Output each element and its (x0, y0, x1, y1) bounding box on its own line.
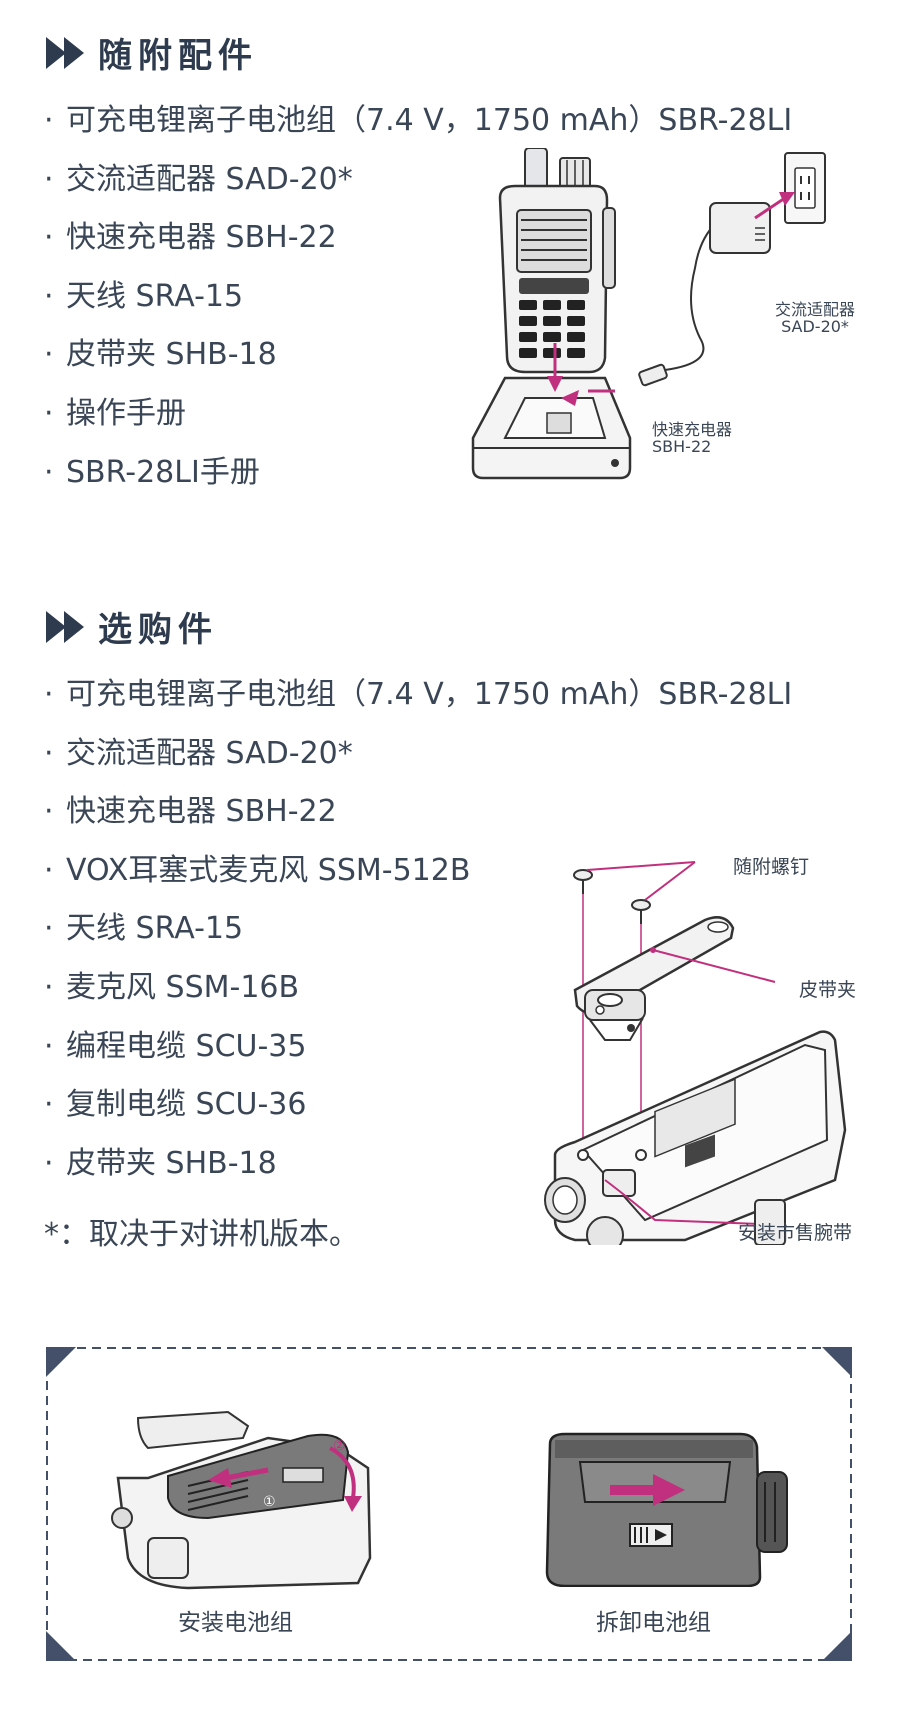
bullet: · (44, 735, 54, 771)
bullet: · (44, 1028, 54, 1064)
item-text: 麦克风 SSM-16B (66, 969, 300, 1005)
item-text: 复制电缆 SCU-36 (66, 1087, 307, 1123)
optional-list: · 可充电锂离子电池组（7.4 V，1750 mAh）SBR-28LI · 交流适配器… (44, 666, 792, 1193)
bullet: · (44, 911, 54, 947)
list-item: · 交流适配器 SAD-20* (44, 151, 792, 210)
item-text: 快速充电器 SBH-22 (66, 220, 337, 256)
charger-caption: 快速充电器 SBH-22 (652, 420, 733, 456)
bullet: · (44, 794, 54, 830)
list-item: · 编程电缆 SCU-35 (44, 1018, 792, 1077)
remove-caption: 拆卸电池组 (596, 1610, 711, 1636)
list-item: · 可充电锂离子电池组（7.4 V，1750 mAh）SBR-28LI (44, 666, 792, 725)
bullet: · (44, 278, 54, 314)
list-item: · 快速充电器 SBH-22 (44, 209, 792, 268)
supplied-heading: 随附配件 (46, 28, 258, 77)
install-caption: 安装电池组 (178, 1610, 293, 1636)
svg-text:②: ② (333, 1438, 346, 1454)
item-text: 交流适配器 SAD-20* (66, 161, 353, 197)
list-item: · 麦克风 SSM-16B (44, 959, 792, 1018)
bullet: · (44, 161, 54, 197)
remove-battery-illustration (545, 1432, 788, 1587)
install-battery-illustration: ① ② (111, 1410, 372, 1590)
bullet: · (44, 454, 54, 490)
list-item: · 皮带夹 SHB-18 (44, 326, 792, 385)
bullet: · (44, 1145, 54, 1181)
list-item: · 可充电锂离子电池组（7.4 V，1750 mAh）SBR-28LI (44, 92, 792, 151)
item-text: 编程电缆 SCU-35 (66, 1028, 307, 1064)
double-arrow-icon (46, 610, 84, 643)
charger-illustration (471, 148, 826, 480)
bullet: · (44, 677, 54, 712)
adapter-caption: 交流适配器 SAD-20* (775, 300, 856, 336)
clip-caption: 皮带夹 (799, 979, 857, 1001)
bullet: · (44, 337, 54, 373)
list-item: · VOX耳塞式麦克风 SSM-512B (44, 842, 792, 901)
strap-caption: 安装市售腕带 (738, 1222, 853, 1244)
bullet: · (44, 1087, 54, 1123)
bullet: · (44, 969, 54, 1005)
item-text: 皮带夹 SHB-18 (66, 1145, 277, 1181)
belt-clip-illustration (544, 861, 847, 1245)
bullet: · (44, 852, 54, 888)
bullet: · (44, 220, 54, 256)
section-title: 随附配件 (98, 36, 258, 76)
item-text: VOX耳塞式麦克风 SSM-512B (66, 852, 471, 888)
list-item: · 交流适配器 SAD-20* (44, 725, 792, 784)
item-text: 交流适配器 SAD-20* (66, 735, 353, 771)
screws-caption: 随附螺钉 (733, 856, 810, 878)
item-text: 可充电锂离子电池组（7.4 V，1750 mAh）SBR-28LI (66, 103, 793, 138)
list-item: · SBR-28LI手册 (44, 444, 792, 503)
item-text: SBR-28LI手册 (66, 454, 260, 490)
svg-text:①: ① (263, 1494, 276, 1510)
list-item: · 天线 SRA-15 (44, 900, 792, 959)
item-text: 天线 SRA-15 (66, 911, 244, 947)
item-text: 操作手册 (66, 395, 186, 431)
item-text: 天线 SRA-15 (66, 278, 244, 314)
optional-heading: 选购件 (46, 602, 218, 651)
list-item: · 快速充电器 SBH-22 (44, 783, 792, 842)
list-item: · 天线 SRA-15 (44, 268, 792, 327)
section-title: 选购件 (98, 610, 218, 650)
version-note: *：取决于对讲机版本。 (44, 1217, 359, 1252)
battery-frame (46, 1347, 852, 1661)
item-text: 可充电锂离子电池组（7.4 V，1750 mAh）SBR-28LI (66, 677, 793, 712)
list-item: · 复制电缆 SCU-36 (44, 1076, 792, 1135)
bullet: · (44, 103, 54, 138)
item-text: 快速充电器 SBH-22 (66, 794, 337, 830)
item-text: 皮带夹 SHB-18 (66, 337, 277, 373)
bullet: · (44, 395, 54, 431)
double-arrow-icon (46, 36, 84, 69)
list-item: · 皮带夹 SHB-18 (44, 1135, 792, 1194)
supplied-list: · 可充电锂离子电池组（7.4 V，1750 mAh）SBR-28LI · 交流适配器… (44, 92, 792, 502)
list-item: · 操作手册 (44, 385, 792, 444)
